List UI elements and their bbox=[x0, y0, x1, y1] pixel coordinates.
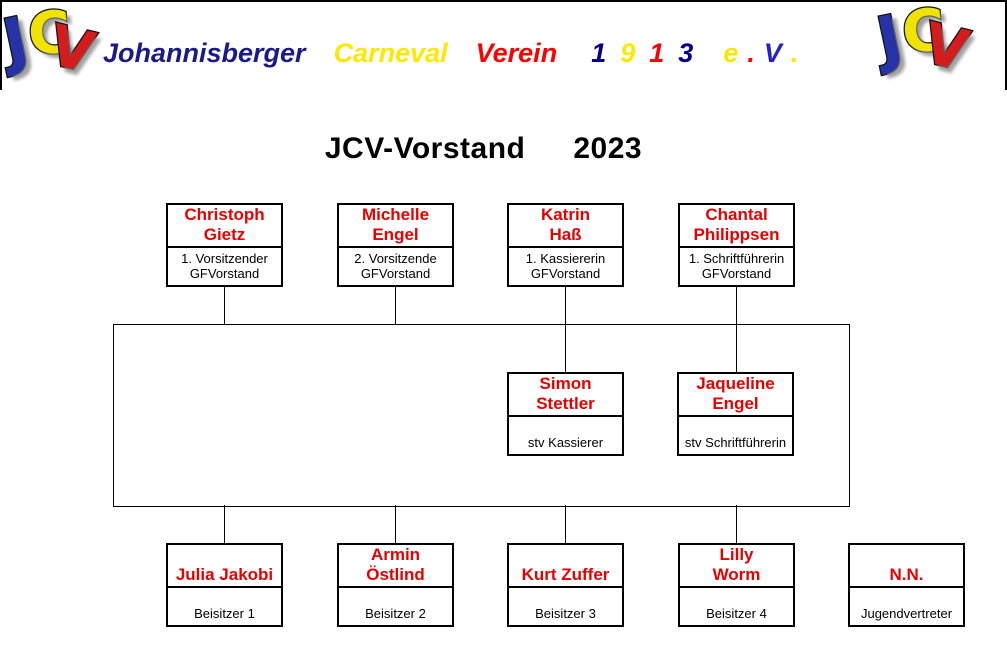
member-name-line: Chantal bbox=[705, 205, 768, 224]
member-role-line: stv Kassierer bbox=[527, 435, 604, 450]
wordmark-verein: Verein bbox=[475, 38, 558, 68]
member-role: Beisitzer 1 bbox=[168, 588, 281, 625]
connector-line bbox=[224, 287, 225, 324]
member-role-line: 2. Vorsitzende bbox=[354, 251, 437, 266]
member-name-line: Engel bbox=[712, 394, 759, 413]
member-role-line: stv Schriftführerin bbox=[684, 435, 787, 450]
org-box-stv-schriftfuehrerin: Jaqueline Engel stv Schriftführerin bbox=[677, 372, 794, 456]
member-role-line: 1. Kassiererin bbox=[525, 251, 606, 266]
member-name: Lilly Worm bbox=[680, 545, 793, 588]
member-role: 1. Kassiererin GFVorstand bbox=[509, 248, 622, 285]
org-box-1-schriftfuehrerin: Chantal Philippsen 1. Schriftführerin GF… bbox=[678, 203, 795, 287]
member-name-line: Haß bbox=[549, 225, 582, 244]
member-name: Jaqueline Engel bbox=[679, 374, 792, 417]
member-role: 1. Vorsitzender GFVorstand bbox=[168, 248, 281, 285]
connector-line bbox=[224, 505, 225, 543]
club-wordmark: Johannisberger Carneval Verein 1 9 1 3 e… bbox=[103, 38, 798, 69]
member-name: N.N. bbox=[850, 545, 963, 588]
member-role-line: 1. Vorsitzender bbox=[181, 251, 268, 266]
org-box-beisitzer-4: Lilly Worm Beisitzer 4 bbox=[678, 543, 795, 627]
member-role-line: GFVorstand bbox=[189, 266, 260, 281]
connector-line bbox=[395, 505, 396, 543]
member-role-line: GFVorstand bbox=[701, 266, 772, 281]
org-box-beisitzer-3: Kurt Zuffer Beisitzer 3 bbox=[507, 543, 624, 627]
member-role-line: 1. Schriftführerin bbox=[688, 251, 785, 266]
wordmark-dot2: . bbox=[790, 38, 799, 68]
member-name-line: Worm bbox=[712, 565, 761, 584]
connector-line bbox=[565, 505, 566, 543]
jcv-logo-icon: J C V bbox=[0, 2, 102, 100]
member-role: Beisitzer 4 bbox=[680, 588, 793, 625]
connector-line bbox=[565, 287, 566, 372]
member-name-line: Julia Jakobi bbox=[175, 565, 274, 584]
org-box-beisitzer-1: Julia Jakobi Beisitzer 1 bbox=[166, 543, 283, 627]
page-title: JCV-Vorstand 2023 bbox=[0, 132, 987, 166]
member-name-line: Simon bbox=[539, 374, 592, 393]
member-name: Christoph Gietz bbox=[168, 205, 281, 248]
connector-frame bbox=[113, 324, 850, 507]
member-name-line: Östlind bbox=[366, 565, 425, 584]
wordmark-e: e bbox=[723, 38, 739, 68]
member-role-line: Beisitzer 4 bbox=[706, 606, 767, 621]
wordmark-dot1: . bbox=[747, 38, 755, 68]
member-role: 1. Schriftführerin GFVorstand bbox=[680, 248, 793, 285]
member-role-line: GFVorstand bbox=[360, 266, 431, 281]
wordmark-v: V bbox=[763, 38, 782, 68]
page-border-right bbox=[1005, 2, 1007, 90]
member-name-line: Armin bbox=[370, 545, 421, 564]
member-name: Katrin Haß bbox=[509, 205, 622, 248]
wordmark-digit-1: 1 bbox=[591, 38, 607, 68]
member-role-line: Jugendvertreter bbox=[860, 606, 953, 621]
member-name: Julia Jakobi bbox=[168, 545, 281, 588]
member-role: Beisitzer 3 bbox=[509, 588, 622, 625]
member-role-line: Beisitzer 2 bbox=[365, 606, 426, 621]
connector-line bbox=[736, 505, 737, 543]
wordmark-johannisberger: Johannisberger bbox=[103, 38, 306, 68]
wordmark-digit-9: 9 bbox=[620, 38, 636, 68]
page-border-left bbox=[0, 2, 2, 90]
member-name: Simon Stettler bbox=[509, 374, 622, 417]
wordmark-digit-3: 3 bbox=[678, 38, 694, 68]
member-name: Armin Östlind bbox=[339, 545, 452, 588]
member-name-line: Engel bbox=[372, 225, 419, 244]
page-title-year: 2023 bbox=[573, 132, 643, 165]
member-role: Beisitzer 2 bbox=[339, 588, 452, 625]
connector-line bbox=[736, 287, 737, 372]
member-name-line: Lilly bbox=[719, 545, 754, 564]
org-box-1-kassiererin: Katrin Haß 1. Kassiererin GFVorstand bbox=[507, 203, 624, 287]
member-name-line: Michelle bbox=[361, 205, 430, 224]
member-name-line: Katrin bbox=[540, 205, 591, 224]
org-box-stv-kassierer: Simon Stettler stv Kassierer bbox=[507, 372, 624, 456]
wordmark-digit-1b: 1 bbox=[649, 38, 665, 68]
member-name-line: Jaqueline bbox=[696, 374, 775, 393]
member-name-line: Kurt Zuffer bbox=[521, 565, 610, 584]
org-box-beisitzer-2: Armin Östlind Beisitzer 2 bbox=[337, 543, 454, 627]
jcv-logo-icon: J C V bbox=[869, 2, 976, 98]
member-role-line: Beisitzer 1 bbox=[194, 606, 255, 621]
page-title-main: JCV-Vorstand bbox=[324, 132, 526, 165]
member-name-line: Gietz bbox=[203, 225, 246, 244]
member-name: Kurt Zuffer bbox=[509, 545, 622, 588]
wordmark-carneval: Carneval bbox=[333, 38, 448, 68]
member-role: Jugendvertreter bbox=[850, 588, 963, 625]
member-name-line: Philippsen bbox=[693, 225, 780, 244]
org-box-2-vorsitzende: Michelle Engel 2. Vorsitzende GFVorstand bbox=[337, 203, 454, 287]
member-name-line: N.N. bbox=[889, 565, 924, 584]
member-name-line: Stettler bbox=[536, 394, 595, 413]
member-name-line: Christoph bbox=[184, 205, 265, 224]
member-role: stv Schriftführerin bbox=[679, 417, 792, 454]
member-role-line: GFVorstand bbox=[530, 266, 601, 281]
connector-line bbox=[395, 287, 396, 324]
member-role-line: Beisitzer 3 bbox=[535, 606, 596, 621]
member-name: Michelle Engel bbox=[339, 205, 452, 248]
member-name: Chantal Philippsen bbox=[680, 205, 793, 248]
member-role: stv Kassierer bbox=[509, 417, 622, 454]
org-box-jugendvertreter: N.N. Jugendvertreter bbox=[848, 543, 965, 627]
org-box-1-vorsitzender: Christoph Gietz 1. Vorsitzender GFVorsta… bbox=[166, 203, 283, 287]
member-role: 2. Vorsitzende GFVorstand bbox=[339, 248, 452, 285]
